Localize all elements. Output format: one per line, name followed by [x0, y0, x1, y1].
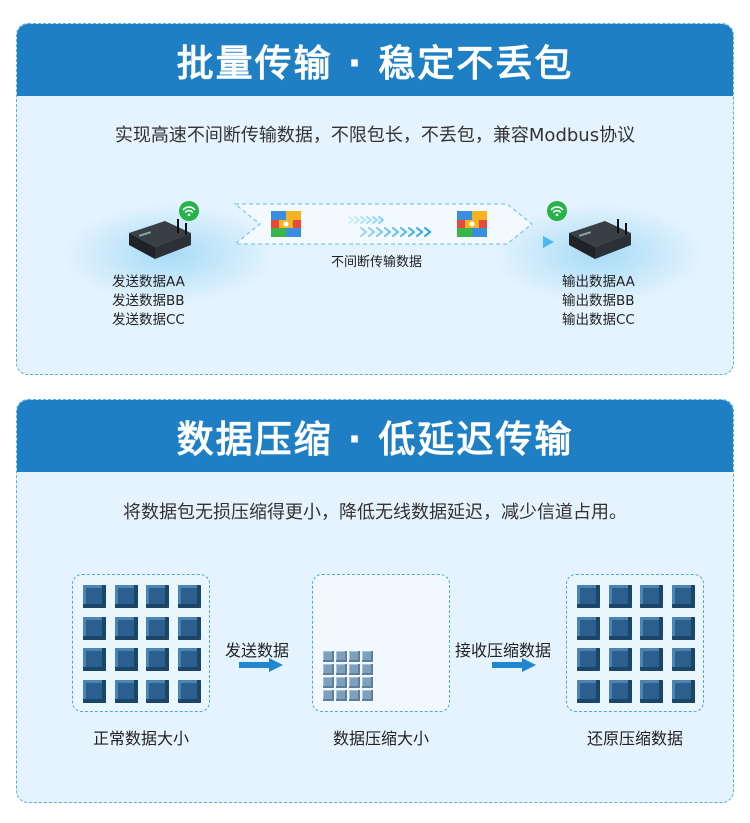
data-cube — [336, 651, 347, 662]
data-cube — [640, 616, 663, 640]
data-cube-grid — [83, 585, 201, 703]
data-cube — [577, 585, 600, 608]
data-cube — [671, 679, 695, 703]
data-cube — [608, 616, 632, 640]
receiver-line: 输出数据CC — [562, 312, 635, 328]
restored-data-label: 还原压缩数据 — [586, 729, 683, 748]
batch-transfer-title: 批量传输 · 稳定不丢包 — [17, 24, 733, 96]
chevron-stream-icon — [348, 216, 432, 237]
data-cube — [349, 677, 360, 688]
wifi-icon — [179, 201, 199, 221]
data-cube — [323, 690, 334, 701]
stream-label: 不间断传输数据 — [331, 255, 423, 270]
data-cube — [349, 690, 360, 701]
compression-card: 数据压缩 · 低延迟传输 将数据包无损压缩得更小，降低无线数据延迟，减少信道占用… — [16, 399, 734, 803]
data-cube — [640, 679, 663, 703]
data-cube — [146, 585, 169, 608]
data-cube — [362, 664, 373, 675]
data-cube — [608, 648, 632, 671]
data-cube — [577, 648, 600, 671]
sender-data-list: 发送数据AA 发送数据BB 发送数据CC — [112, 273, 185, 330]
data-cube — [336, 664, 347, 675]
data-cube — [177, 585, 201, 608]
data-cube — [114, 585, 138, 608]
restored-data-box — [566, 574, 704, 712]
data-cube — [671, 648, 695, 671]
router-device-icon — [569, 219, 631, 259]
data-cube — [83, 648, 106, 671]
data-cube — [146, 679, 169, 703]
data-cube — [114, 648, 138, 671]
data-packet-icon — [457, 211, 487, 237]
data-cube — [323, 651, 334, 662]
compressed-cube-grid — [323, 651, 373, 701]
sender-line: 发送数据CC — [112, 312, 185, 328]
batch-transfer-subtitle: 实现高速不间断传输数据，不限包长，不丢包，兼容Modbus协议 — [114, 125, 636, 146]
data-cube — [362, 651, 373, 662]
data-cube — [349, 651, 360, 662]
data-cube — [640, 648, 663, 671]
data-cube — [608, 585, 632, 608]
data-cube — [83, 679, 106, 703]
data-cube — [146, 616, 169, 640]
data-packet-icon — [271, 211, 301, 237]
data-cube-grid — [577, 585, 695, 703]
data-cube — [608, 679, 632, 703]
wifi-icon — [547, 201, 567, 221]
data-cube — [671, 585, 695, 608]
data-cube — [83, 585, 106, 608]
receiver-data-list: 输出数据AA 输出数据BB 输出数据CC — [562, 273, 635, 330]
normal-data-box — [72, 574, 210, 712]
receiver-line: 输出数据BB — [562, 293, 635, 309]
compression-subtitle: 将数据包无损压缩得更小，降低无线数据延迟，减少信道占用。 — [123, 502, 627, 523]
data-cube — [177, 616, 201, 640]
data-cube — [362, 690, 373, 701]
data-cube — [146, 648, 169, 671]
data-cube — [323, 677, 334, 688]
data-cube — [336, 690, 347, 701]
data-cube — [177, 679, 201, 703]
right-arrow-icon — [492, 658, 536, 672]
compressed-data-label: 数据压缩大小 — [332, 729, 429, 748]
data-cube — [671, 616, 695, 640]
normal-data-label: 正常数据大小 — [92, 729, 189, 748]
data-cube — [362, 677, 373, 688]
receive-compressed-label: 接收压缩数据 — [455, 641, 552, 660]
data-cube — [336, 677, 347, 688]
data-cube — [114, 679, 138, 703]
data-cube — [577, 616, 600, 640]
data-cube — [83, 616, 106, 640]
data-cube — [640, 585, 663, 608]
sender-line: 发送数据AA — [112, 274, 185, 290]
receiver-line: 输出数据AA — [562, 274, 635, 290]
compression-title: 数据压缩 · 低延迟传输 — [17, 400, 733, 472]
compressed-data-box — [312, 574, 450, 712]
send-data-label: 发送数据 — [225, 641, 290, 660]
data-cube — [349, 664, 360, 675]
router-device-icon — [129, 219, 191, 259]
batch-transfer-card: 批量传输 · 稳定不丢包 实现高速不间断传输数据，不限包长，不丢包，兼容Modb… — [16, 23, 734, 375]
data-cube — [114, 616, 138, 640]
right-arrow-icon — [239, 658, 283, 672]
data-cube — [323, 664, 334, 675]
sender-line: 发送数据BB — [112, 293, 185, 309]
data-cube — [577, 679, 600, 703]
data-cube — [177, 648, 201, 671]
